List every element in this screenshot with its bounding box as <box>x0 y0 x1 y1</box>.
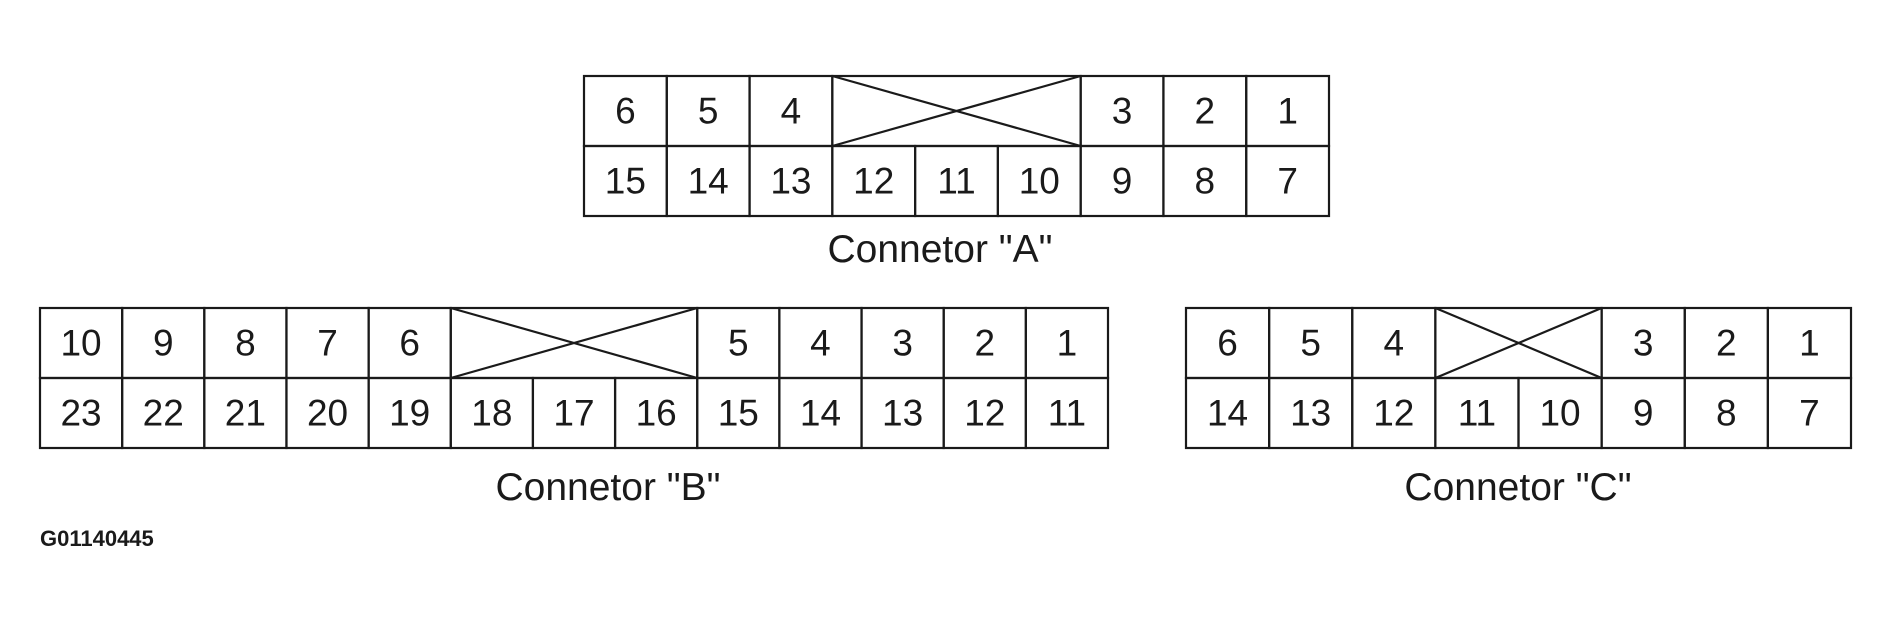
pin-number: 9 <box>1112 161 1133 202</box>
pin-number: 1 <box>1277 91 1298 132</box>
pin-number: 23 <box>60 393 101 434</box>
pin-number: 4 <box>810 323 831 364</box>
blank-cross-line <box>832 74 1081 148</box>
pin-number: 15 <box>718 393 759 434</box>
pin-number: 7 <box>1277 161 1298 202</box>
connector-a-pin-grid: 6 5 4 3 2 1 15 14 13 12 11 10 9 8 7 <box>582 74 1331 218</box>
pin-number: 21 <box>225 393 266 434</box>
pin-cell <box>1766 376 1853 450</box>
pin-number: 14 <box>1207 393 1248 434</box>
pin-number: 6 <box>615 91 636 132</box>
connector-c-pin-grid: 6 5 4 3 2 1 14 13 12 11 10 9 8 7 <box>1184 306 1853 450</box>
pin-number: 9 <box>153 323 174 364</box>
pin-number: 22 <box>143 393 184 434</box>
pin-number: 2 <box>1716 323 1737 364</box>
pin-number: 2 <box>1195 91 1216 132</box>
pin-number: 2 <box>974 323 995 364</box>
pin-number: 13 <box>770 161 811 202</box>
blank-cross-line <box>450 306 698 380</box>
pin-number: 10 <box>1019 161 1060 202</box>
connector-c-caption: Connetor "C" <box>1404 466 1632 509</box>
pin-number: 15 <box>605 161 646 202</box>
pin-number: 13 <box>1290 393 1331 434</box>
pin-number: 11 <box>937 161 975 202</box>
pin-number: 9 <box>1633 393 1654 434</box>
pin-number: 13 <box>882 393 923 434</box>
pin-number: 18 <box>471 393 512 434</box>
connector-c: 6 5 4 3 2 1 14 13 12 11 10 9 8 7 <box>1184 306 1853 450</box>
pin-number: 19 <box>389 393 430 434</box>
pin-number: 14 <box>800 393 841 434</box>
pin-number: 11 <box>1048 393 1086 434</box>
pin-number: 14 <box>688 161 729 202</box>
connector-b-caption: Connetor "B" <box>495 466 721 509</box>
figure-id: G01140445 <box>40 526 154 551</box>
pin-number: 10 <box>60 323 101 364</box>
pin-number: 8 <box>1716 393 1737 434</box>
pin-cell <box>1245 144 1331 218</box>
pin-number: 3 <box>1112 91 1133 132</box>
pin-number: 12 <box>964 393 1005 434</box>
pin-number: 20 <box>307 393 348 434</box>
pin-number: 3 <box>892 323 913 364</box>
blank-cross-line <box>1434 306 1603 380</box>
pin-number: 7 <box>317 323 338 364</box>
pin-number: 4 <box>781 91 802 132</box>
pin-number: 1 <box>1057 323 1078 364</box>
pin-number: 5 <box>728 323 749 364</box>
pin-number: 4 <box>1384 323 1405 364</box>
pin-number: 6 <box>399 323 420 364</box>
pin-number: 11 <box>1458 393 1496 434</box>
pin-number: 5 <box>1300 323 1321 364</box>
pin-cell <box>1024 376 1110 450</box>
pin-number: 12 <box>1373 393 1414 434</box>
connector-a-caption: Connetor "A" <box>827 228 1053 271</box>
pin-number: 10 <box>1539 393 1580 434</box>
pin-number: 7 <box>1799 393 1820 434</box>
pin-number: 12 <box>853 161 894 202</box>
pin-number: 16 <box>636 393 677 434</box>
pin-number: 17 <box>553 393 594 434</box>
pin-number: 6 <box>1217 323 1238 364</box>
connector-a: 6 5 4 3 2 1 15 14 13 12 11 10 9 8 7 <box>582 74 1331 218</box>
pin-number: 5 <box>698 91 719 132</box>
pin-number: 3 <box>1633 323 1654 364</box>
pin-number: 8 <box>235 323 256 364</box>
pin-number: 1 <box>1799 323 1820 364</box>
pin-number: 8 <box>1195 161 1216 202</box>
